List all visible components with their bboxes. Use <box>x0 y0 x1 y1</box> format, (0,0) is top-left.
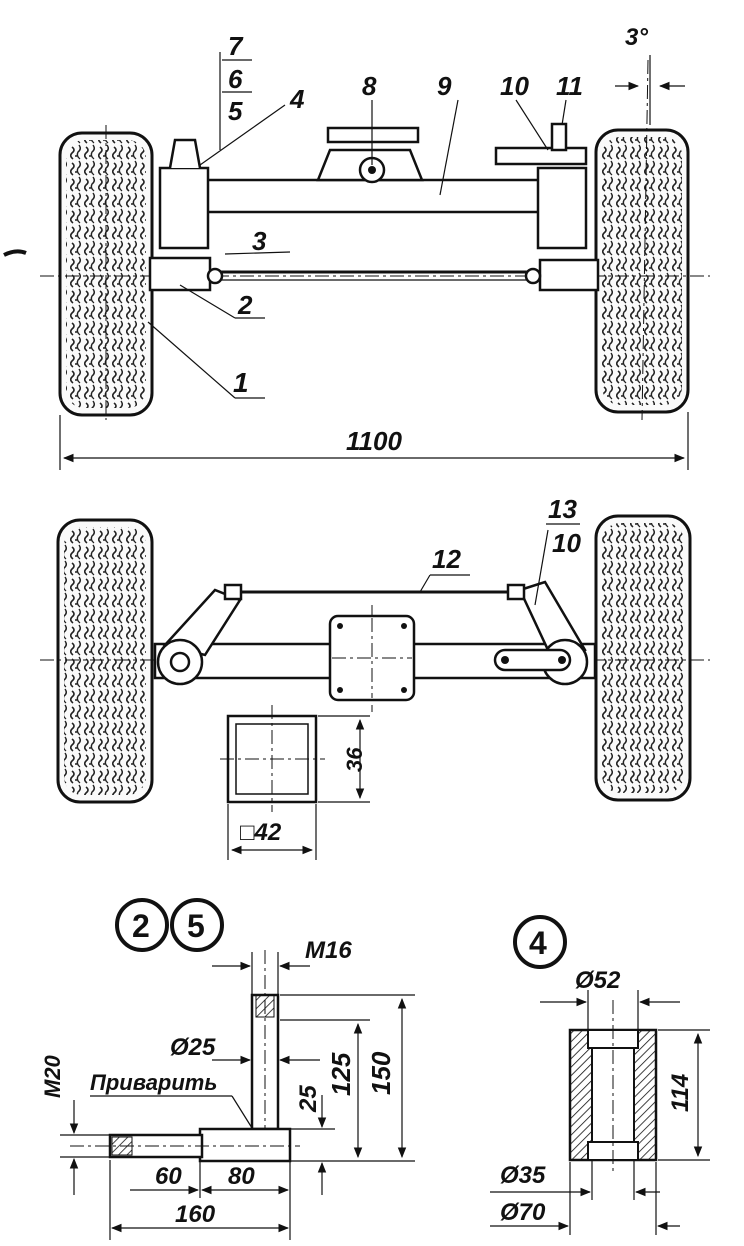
plan-view: 12 13 10 36 □42 <box>40 494 710 860</box>
m20-dimension: M20 <box>40 1054 65 1098</box>
callout-4: 4 <box>529 925 547 961</box>
length-80-dimension: 80 <box>228 1163 255 1190</box>
front-view: 1 2 3 4 5 6 7 8 9 10 11 3° 1100 <box>40 24 710 470</box>
left-stub-axle <box>148 256 212 292</box>
label-11: 11 <box>556 71 583 101</box>
label-1: 1 <box>233 367 249 398</box>
left-wheel-tread <box>66 140 146 408</box>
right-wheel-tread <box>602 137 682 405</box>
tube-height-dimension: 36 <box>342 747 367 772</box>
height-150-dimension: 150 <box>366 1051 396 1095</box>
label-13: 13 <box>548 494 577 524</box>
detail-bushing: 4 Ø52 114 Ø35 Ø70 <box>490 915 710 1235</box>
length-60-dimension: 60 <box>155 1163 182 1190</box>
d70-dimension: Ø70 <box>500 1199 546 1226</box>
overall-width-dimension: 1100 <box>346 426 402 456</box>
label-3: 3 <box>252 226 267 256</box>
label-9: 9 <box>437 71 452 101</box>
callout-2: 2 <box>132 908 150 944</box>
center-pivot-plate <box>328 614 416 702</box>
mount-plate <box>326 126 420 144</box>
label-10-plan: 10 <box>552 528 581 558</box>
callout-5: 5 <box>187 908 205 944</box>
d35-dimension: Ø35 <box>500 1162 546 1189</box>
callout-circle-2 <box>115 898 169 952</box>
label-2: 2 <box>237 290 253 320</box>
left-kingpin-top <box>168 138 202 169</box>
steering-arm-top <box>494 146 588 166</box>
label-4: 4 <box>289 84 305 114</box>
callout-circle-5 <box>170 898 224 952</box>
label-8: 8 <box>362 71 377 101</box>
axle-beam <box>203 178 542 214</box>
d25-dimension: Ø25 <box>170 1034 216 1061</box>
d52-dimension: Ø52 <box>575 967 621 994</box>
weld-note: Приварить <box>90 1070 217 1095</box>
label-5: 5 <box>228 96 243 126</box>
m16-dimension: M16 <box>305 937 352 964</box>
angle-dimension: 3° <box>625 24 648 51</box>
left-kingpin-housing <box>158 166 210 250</box>
label-12: 12 <box>432 544 461 574</box>
right-stub-axle <box>538 258 600 292</box>
steering-pin <box>550 122 568 152</box>
right-wheel-centerline <box>641 59 649 421</box>
height-114-dimension: 114 <box>667 1074 694 1112</box>
callout-circle-4 <box>513 915 567 969</box>
tube-width-dimension: □42 <box>240 819 282 846</box>
stray-mark <box>3 249 27 257</box>
stub-base <box>198 1127 292 1163</box>
height-25-dimension: 25 <box>295 1085 322 1113</box>
label-6: 6 <box>228 64 243 94</box>
label-10: 10 <box>500 71 529 101</box>
length-160-dimension: 160 <box>175 1201 216 1228</box>
detail-stub-axle: 2 5 M16 Ø25 Приварить 150 125 <box>40 898 415 1240</box>
height-125-dimension: 125 <box>326 1052 356 1096</box>
label-7: 7 <box>228 31 244 61</box>
right-kingpin-housing <box>536 166 588 250</box>
